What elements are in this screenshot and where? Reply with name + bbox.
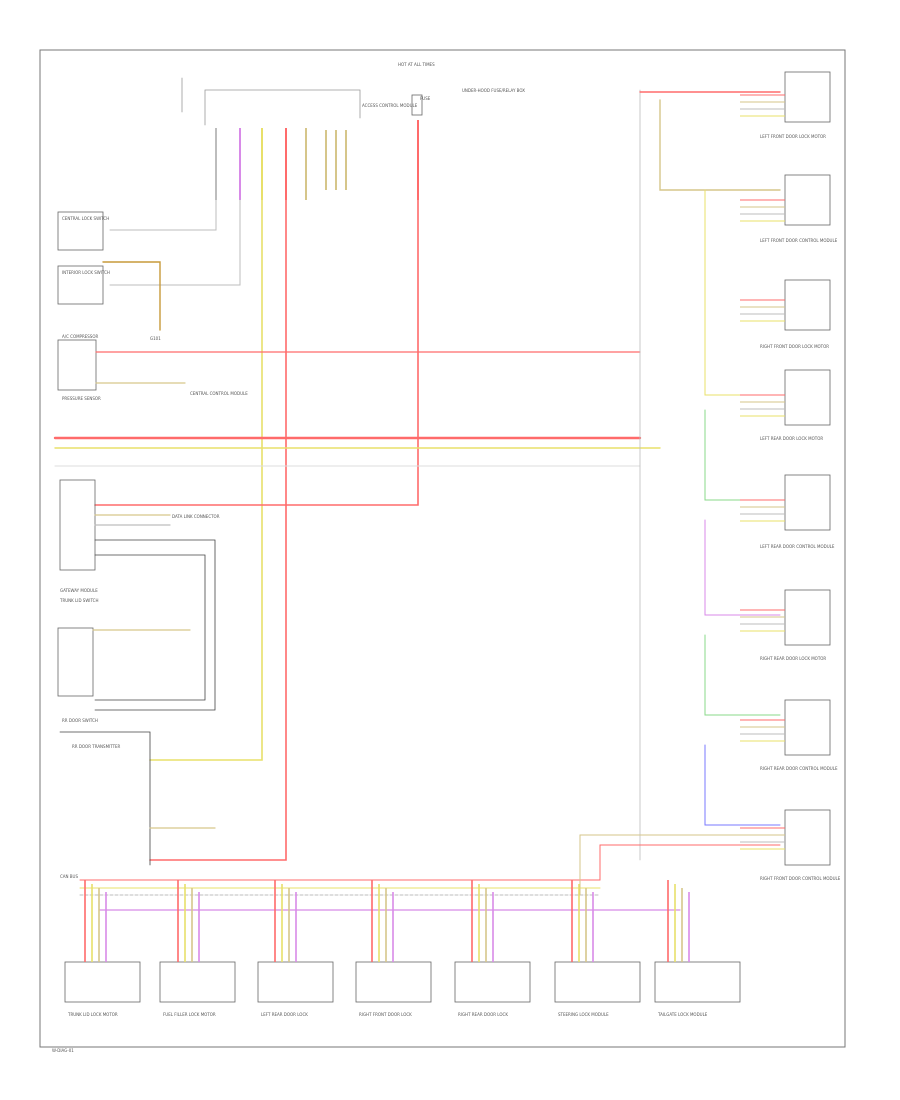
module-title-label: ACCESS CONTROL MODULE bbox=[362, 103, 418, 108]
page-label: W-DIAG-01 bbox=[52, 1048, 74, 1053]
pressure-sensor-label: PRESSURE SENSOR bbox=[62, 396, 101, 401]
hot-note-label: UNDER-HOOD FUSE/RELAY BOX bbox=[462, 88, 525, 93]
relay-label: A/C COMPRESSOR bbox=[62, 334, 98, 339]
module-bracket bbox=[204, 89, 361, 126]
red-trunk-wire bbox=[149, 199, 287, 861]
bottom-module-label: TRUNK LID LOCK MOTOR bbox=[67, 1012, 118, 1017]
right-module-label: LEFT REAR DOOR LOCK MOTOR bbox=[760, 436, 823, 441]
right-module-label: RIGHT REAR DOOR LOCK MOTOR bbox=[760, 656, 826, 661]
bottom-module-box bbox=[355, 961, 432, 1003]
top-connector-group: HOT AT ALL TIMES UNDER-HOOD FUSE/RELAY B… bbox=[181, 62, 525, 200]
right-module-box bbox=[784, 699, 831, 756]
bottom-module-label: TAILGATE LOCK MODULE bbox=[657, 1012, 708, 1017]
bottom-module-label: FUEL FILLER LOCK MOTOR bbox=[163, 1012, 216, 1017]
right-module-box bbox=[784, 474, 831, 531]
gray-switch-wire bbox=[109, 199, 217, 231]
rear-switch-a-label: RR DOOR SWITCH bbox=[62, 718, 98, 723]
bottom-module-box bbox=[159, 961, 236, 1003]
bottom-module-label: RIGHT FRONT DOOR LOCK bbox=[359, 1012, 412, 1017]
right-module-box bbox=[784, 279, 831, 331]
right-violet-feed bbox=[704, 519, 781, 616]
bottom-module-box bbox=[454, 961, 531, 1003]
left-components: CENTRAL LOCK SWITCH INTERIOR LOCK SWITCH… bbox=[53, 211, 661, 866]
top-pin-row bbox=[215, 120, 419, 200]
main-vertical-wires bbox=[94, 199, 419, 861]
right-module-label: LEFT FRONT DOOR LOCK MOTOR bbox=[760, 134, 826, 139]
gateway-loop-a bbox=[94, 539, 216, 711]
ground-label: G101 bbox=[150, 336, 161, 341]
switch-a-box bbox=[57, 211, 104, 251]
rear-switch-return bbox=[59, 731, 151, 866]
yellow-trunk-wire bbox=[149, 199, 263, 761]
bottom-module-box bbox=[654, 961, 741, 1003]
gray-switch-wire-b bbox=[109, 199, 241, 286]
diagram-frame bbox=[39, 49, 846, 1048]
right-module-box bbox=[784, 71, 831, 123]
rear-switch-box bbox=[57, 627, 94, 697]
right-module-label: LEFT REAR DOOR CONTROL MODULE bbox=[760, 544, 835, 549]
red-module-feed bbox=[94, 199, 419, 506]
right-module-label: RIGHT REAR DOOR CONTROL MODULE bbox=[760, 766, 838, 771]
switch-b-label: INTERIOR LOCK SWITCH bbox=[62, 270, 110, 275]
right-green-feed-b bbox=[704, 634, 781, 716]
central-module-label: CENTRAL CONTROL MODULE bbox=[190, 391, 248, 396]
fuse-symbol bbox=[411, 94, 423, 116]
bottom-module-label: LEFT REAR DOOR LOCK bbox=[261, 1012, 308, 1017]
right-tan-feed bbox=[659, 99, 781, 191]
right-module-box bbox=[784, 174, 831, 226]
right-green-feed bbox=[704, 409, 781, 501]
right-module-box bbox=[784, 809, 831, 866]
trunk-sensor-label: TRUNK LID SWITCH bbox=[59, 598, 98, 603]
bottom-module-box bbox=[257, 961, 334, 1003]
gateway-label: GATEWAY MODULE bbox=[60, 588, 98, 593]
switch-a-label: CENTRAL LOCK SWITCH bbox=[62, 216, 109, 221]
relay-box bbox=[57, 339, 97, 391]
bottom-module-box bbox=[64, 961, 141, 1003]
bottom-drop-wires bbox=[84, 880, 690, 962]
fuse-label: FUSE bbox=[420, 96, 431, 101]
right-blue-feed bbox=[704, 744, 781, 826]
right-module-box bbox=[784, 369, 831, 426]
right-module-label: RIGHT FRONT DOOR LOCK MOTOR bbox=[760, 344, 829, 349]
bottom-module-label: RIGHT REAR DOOR LOCK bbox=[458, 1012, 508, 1017]
fuse-block-label: HOT AT ALL TIMES bbox=[398, 62, 435, 67]
ground-wire bbox=[102, 261, 161, 331]
data-link-label: DATA LINK CONNECTOR bbox=[172, 514, 220, 519]
bottom-module-label: STEERING LOCK MODULE bbox=[558, 1012, 609, 1017]
right-pin-wires bbox=[740, 94, 785, 850]
bottom-right-link-red bbox=[599, 844, 781, 881]
bus-label: CAN BUS bbox=[60, 874, 78, 879]
right-components: LEFT FRONT DOOR LOCK MOTOR LEFT FRONT DO… bbox=[639, 71, 841, 881]
bottom-components: CAN BUS TRUNK LID LOCK MOTOR FUEL FILLER… bbox=[60, 834, 781, 1017]
gateway-box bbox=[59, 479, 96, 571]
right-module-label: RIGHT FRONT DOOR CONTROL MODULE bbox=[760, 876, 841, 881]
right-module-label: LEFT FRONT DOOR CONTROL MODULE bbox=[760, 238, 838, 243]
rear-switch-b-label: RR DOOR TRANSMITTER bbox=[72, 744, 121, 749]
switch-b-box bbox=[57, 265, 104, 305]
bottom-module-box bbox=[554, 961, 641, 1003]
bottom-right-link bbox=[579, 834, 781, 896]
right-module-box bbox=[784, 589, 831, 646]
gateway-loop-b bbox=[94, 554, 206, 701]
